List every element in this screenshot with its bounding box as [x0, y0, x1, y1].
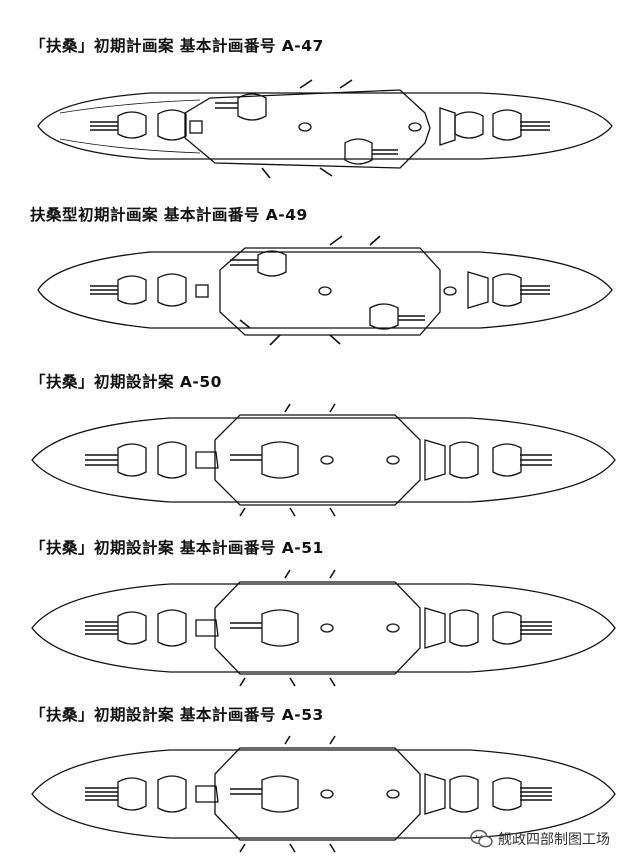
forward-turret-2	[157, 109, 187, 141]
funnel-2	[386, 455, 400, 465]
forward-superfiring-mount	[195, 785, 219, 803]
hull-outline	[37, 92, 613, 160]
gun-barrels	[85, 454, 552, 466]
center-turret	[261, 775, 299, 813]
conning-tower	[195, 284, 209, 298]
forward-turret-2	[157, 441, 187, 479]
superstructure-deck	[214, 747, 421, 841]
forward-turret-2	[157, 273, 187, 307]
watermark: 舰政四部制图工场	[470, 826, 610, 852]
wechat-logo-icon	[470, 829, 493, 848]
aft-turret-2	[492, 611, 522, 645]
funnel-1	[298, 122, 312, 132]
hull-outline	[31, 749, 616, 839]
wing-turret-starboard	[344, 138, 373, 165]
forward-turret-1	[117, 275, 147, 305]
aft-turret-1	[454, 111, 484, 139]
watermark-text: 舰政四部制图工场	[498, 832, 610, 848]
aft-turret-2	[492, 777, 522, 811]
hull-inner-line	[59, 99, 201, 154]
plan-caption-a49: 扶桑型初期計画案 基本計画番号 A-49	[30, 206, 308, 224]
funnel-2	[443, 286, 457, 296]
bridge-cone	[467, 271, 489, 309]
aft-turret-1	[449, 775, 479, 813]
bridge-cone	[439, 107, 456, 146]
wing-turret-starboard	[369, 303, 399, 330]
funnel-1	[320, 455, 334, 465]
boat-booms	[239, 569, 336, 687]
forward-superfiring-mount	[195, 451, 219, 469]
aft-turret-2	[492, 443, 522, 477]
boat-booms	[261, 79, 353, 179]
funnel-1	[320, 623, 334, 633]
hull-outline	[31, 417, 616, 503]
plan-caption-a51: 「扶桑」初期設計案 基本計画番号 A-51	[30, 539, 324, 557]
plan-caption-a50: 「扶桑」初期設計案 A-50	[30, 373, 222, 391]
center-turret	[261, 609, 299, 647]
forward-turret-2	[157, 609, 187, 647]
conning-tower	[189, 120, 203, 134]
funnel-1	[320, 789, 334, 799]
ship-plan-a47	[37, 79, 613, 179]
gun-barrels	[90, 102, 550, 155]
forward-turret-1	[117, 111, 147, 139]
wing-turret-port	[237, 93, 267, 121]
center-turret	[261, 441, 299, 479]
bridge-cone	[424, 439, 446, 481]
aft-turret-2	[492, 109, 522, 141]
aft-turret-1	[449, 441, 479, 479]
funnel-1	[318, 286, 332, 296]
plan-caption-a47: 「扶桑」初期計画案 基本計画番号 A-47	[30, 37, 324, 55]
gun-barrels	[90, 259, 550, 321]
bridge-cone	[424, 607, 446, 649]
forward-turret-1	[117, 611, 147, 645]
funnel-2	[386, 623, 400, 633]
ship-plan-a53	[31, 735, 616, 853]
superstructure-deck	[214, 581, 421, 675]
ship-plan-a51	[31, 569, 616, 687]
gun-barrels	[85, 621, 552, 635]
funnel-2	[386, 789, 400, 799]
plan-caption-a53: 「扶桑」初期設計案 基本計画番号 A-53	[30, 706, 324, 724]
funnel-2	[408, 122, 422, 132]
boat-booms	[239, 403, 336, 517]
ship-plan-a50	[31, 403, 616, 517]
gun-barrels	[85, 787, 552, 801]
boat-booms	[239, 735, 336, 853]
hull-outline	[37, 251, 613, 329]
forward-superfiring-mount	[195, 619, 219, 637]
superstructure-deck	[214, 414, 421, 506]
forward-turret-1	[117, 443, 147, 477]
aft-turret	[492, 273, 522, 307]
bridge-cone	[424, 773, 446, 815]
wing-turret-port	[257, 250, 287, 277]
superstructure-deck	[184, 89, 431, 169]
forward-turret-1	[117, 777, 147, 811]
superstructure-deck	[219, 247, 441, 336]
boat-booms	[239, 235, 381, 346]
ship-plan-a49	[37, 235, 613, 346]
aft-turret-1	[449, 609, 479, 647]
forward-turret-2	[157, 775, 187, 813]
hull-outline	[31, 583, 616, 673]
